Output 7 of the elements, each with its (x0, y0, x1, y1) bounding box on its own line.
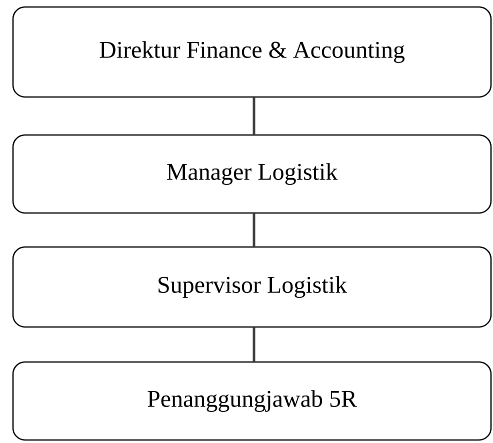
connector-line (252, 98, 256, 134)
org-box: Penanggungjawab 5R (12, 361, 492, 441)
org-box: Direktur Finance & Accounting (12, 6, 492, 98)
org-box: Supervisor Logistik (12, 246, 492, 328)
org-box: Manager Logistik (12, 134, 492, 214)
connector-line (252, 328, 256, 362)
connector-line (252, 214, 256, 246)
